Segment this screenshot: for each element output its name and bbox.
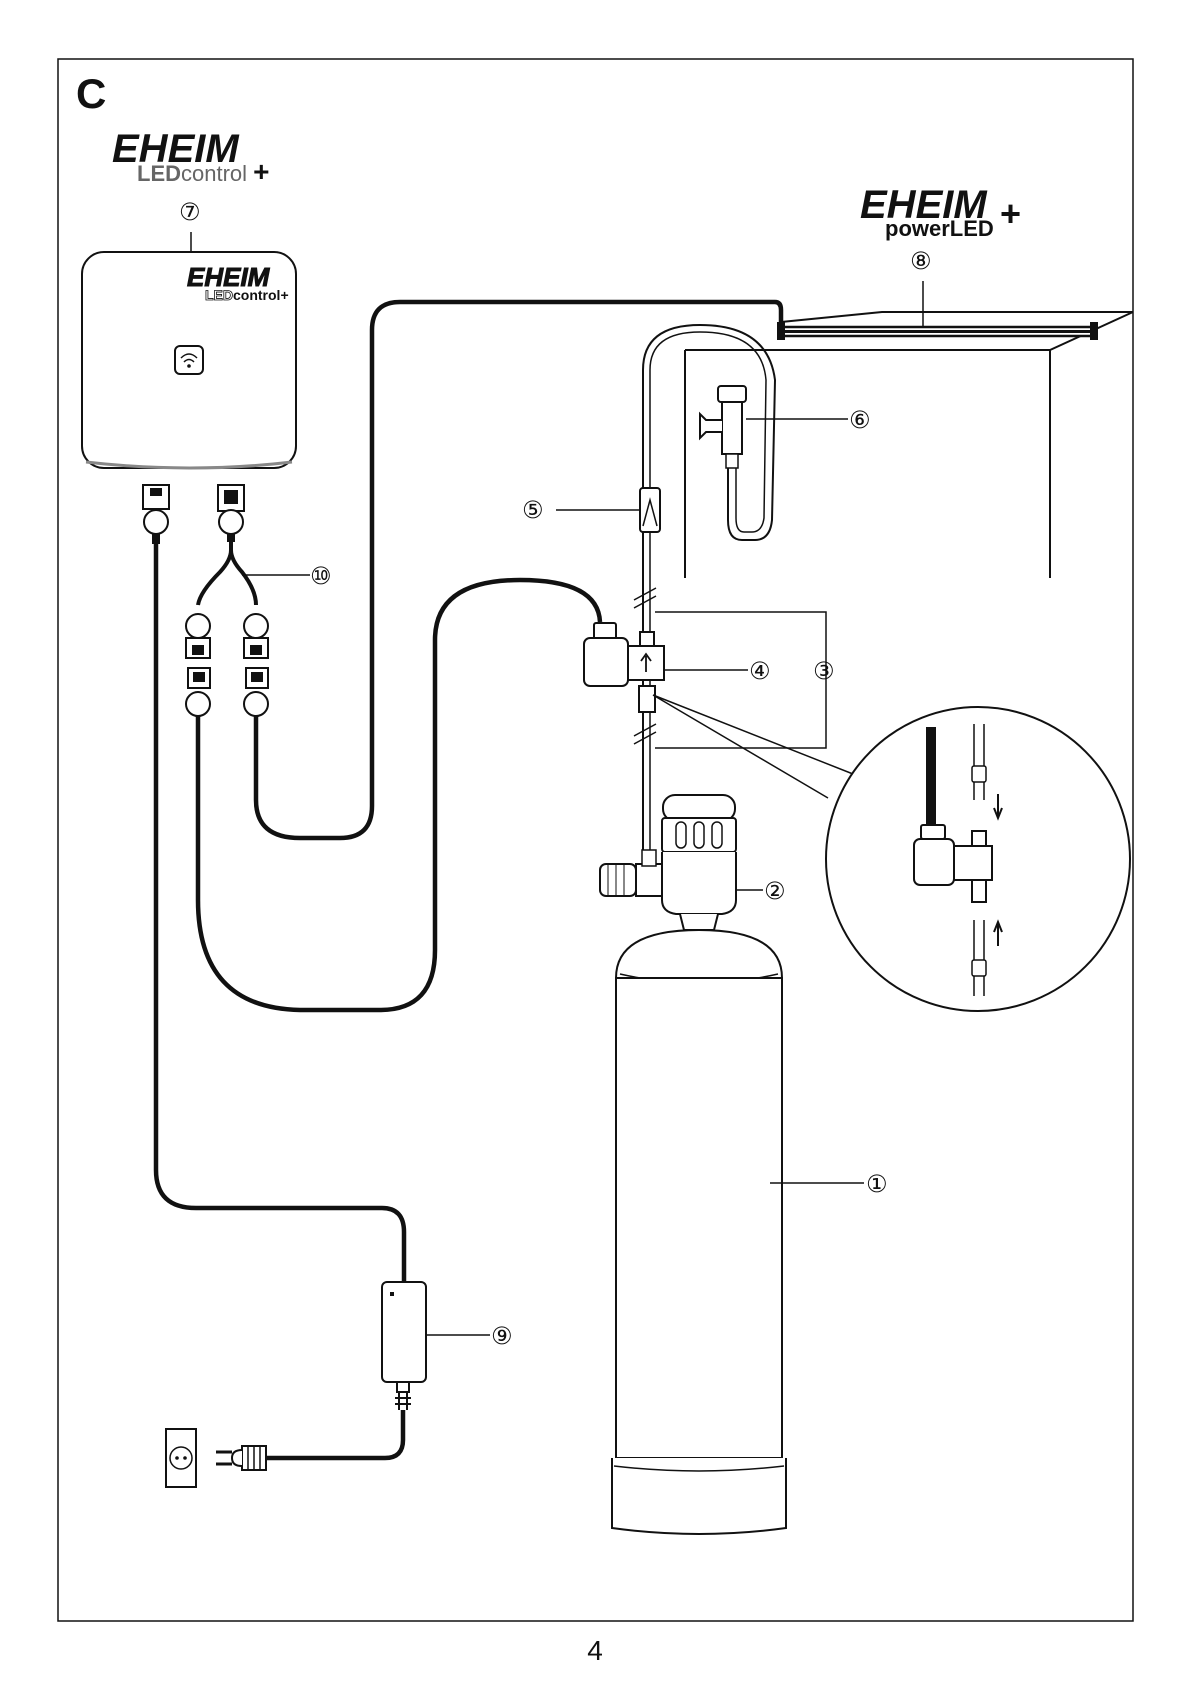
co2-cylinder [612,930,786,1534]
ledcontrol-logo-product-bold: LED [137,161,181,186]
ledcontrol-logo-product-rest: control [181,161,247,186]
cable-plug-left [186,668,210,716]
callout-7: ⑦ [179,198,201,226]
callout-9: ⑨ [491,1322,513,1350]
powerled-logo-product: powerLED [885,216,994,241]
powerled-logo-plus: + [1000,193,1021,234]
ledcontrol-logo-plus: + [253,156,269,187]
mains-cable [266,1410,403,1458]
page-number: 4 [587,1635,603,1666]
mains-plug [216,1446,266,1470]
callout-3: ③ [813,657,835,685]
splitter-socket-right [244,614,268,658]
callout-4: ④ [749,657,771,685]
aquarium-outline [685,312,1133,578]
cable-plug-right [244,668,268,716]
y-splitter-cable [198,542,256,605]
unit-product-bold: LED [205,287,233,303]
ledcontrol-logo-product: LEDcontrol + [137,156,270,187]
callout-8: ⑧ [910,247,932,275]
detail-zoom-lines [653,695,853,798]
ledcontrol-logo: EHEIM LEDcontrol + [112,127,270,187]
callout-6: ⑥ [849,406,871,434]
callout-2: ② [764,877,786,905]
wifi-icon [175,346,203,374]
splitter-plug-connector [218,485,244,542]
callout-1: ① [866,1170,888,1198]
cable-to-powerled [256,302,781,838]
power-plug-connector [143,485,169,544]
unit-product: LEDcontrol+ [205,287,289,303]
bubble-counter [700,386,746,468]
splitter-socket-left [186,614,210,658]
co2-tube [643,325,775,862]
callout-10: ⑩ [310,562,332,590]
pressure-reducer [600,795,736,930]
callout-3-bracket [655,612,826,748]
section-letter: C [76,70,106,117]
solenoid-valve [584,623,664,712]
wall-socket [166,1429,196,1487]
unit-product-rest: control+ [233,287,289,303]
powerled-logo: EHEIM powerLED + [860,183,1021,241]
power-supply [382,1282,426,1382]
callout-5: ⑤ [522,496,544,524]
